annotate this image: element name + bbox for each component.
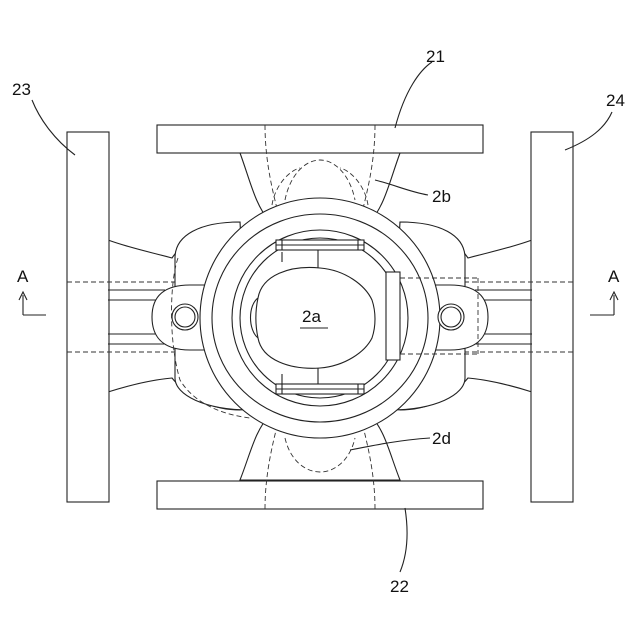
label-2d: 2d xyxy=(432,429,451,448)
right-flange xyxy=(531,132,573,502)
label-2a: 2a xyxy=(302,307,321,326)
label-24: 24 xyxy=(606,91,625,110)
leader-22 xyxy=(400,508,407,572)
label-section-left: A xyxy=(17,267,29,286)
seat-ring-top xyxy=(276,240,364,250)
bolt-hole-left xyxy=(172,304,198,330)
top-flange xyxy=(157,125,483,153)
bottom-flange xyxy=(157,481,483,509)
leader-21 xyxy=(395,62,432,128)
label-21: 21 xyxy=(426,47,445,66)
section-arrow-left xyxy=(19,292,46,315)
bolt-hole-right xyxy=(438,304,464,330)
label-22: 22 xyxy=(390,577,409,596)
label-23: 23 xyxy=(12,80,31,99)
seat-ring-bottom xyxy=(276,384,364,394)
label-2b: 2b xyxy=(432,187,451,206)
label-section-right: A xyxy=(608,267,620,286)
left-flange xyxy=(67,132,109,502)
section-arrow-right xyxy=(590,292,618,315)
